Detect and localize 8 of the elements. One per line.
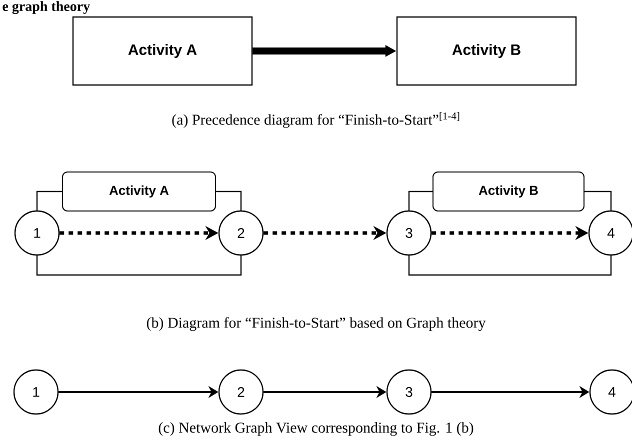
activity-box: Activity A bbox=[72, 16, 253, 86]
activity-label-box: Activity B bbox=[432, 172, 584, 212]
activity-label-box: Activity A bbox=[62, 172, 216, 212]
caption: (c) Network Graph View corresponding to Fig. 1 (b) bbox=[158, 422, 474, 436]
caption: (a) Precedence diagram for “Finish-to-Start”$^{[1-4]}$ bbox=[172, 112, 460, 128]
activity-box: Activity B bbox=[396, 16, 577, 86]
caption: (b) Diagram for “Finish-to-Start” based on Graph theory bbox=[146, 317, 486, 331]
figure-title: e graph theory bbox=[2, 1, 90, 14]
